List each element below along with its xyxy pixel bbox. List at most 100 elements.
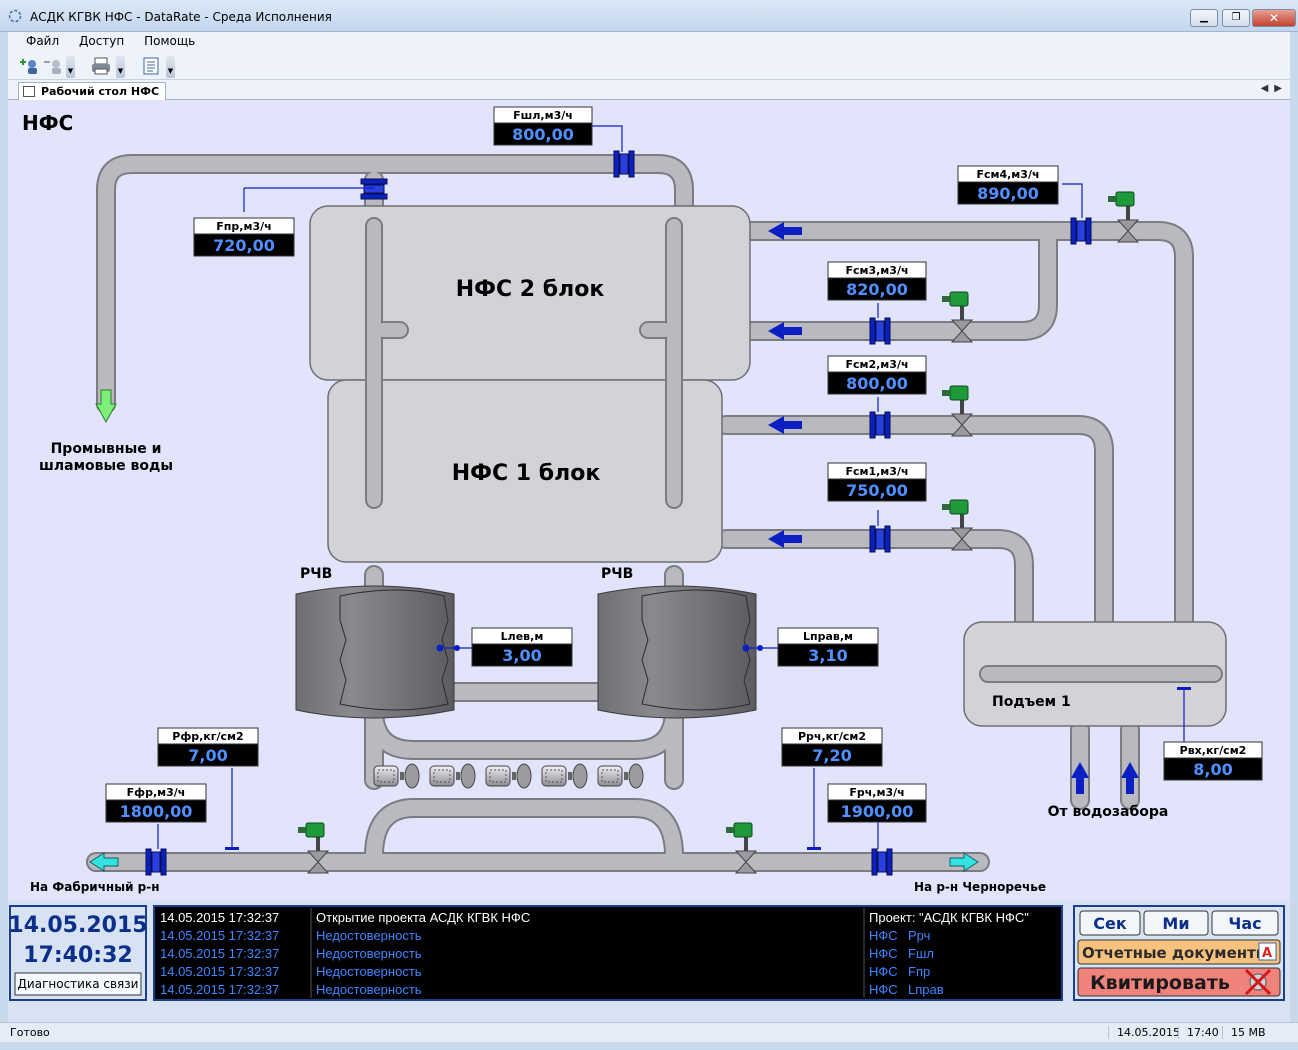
- flow-arrows: [768, 222, 1139, 794]
- meter-pvx[interactable]: Рвх,кг/см2 8,00: [1163, 741, 1263, 781]
- log-source: НФС: [869, 928, 898, 943]
- menu-file[interactable]: Файл: [26, 34, 60, 48]
- menu-access[interactable]: Доступ: [78, 34, 125, 48]
- meter-frch[interactable]: Fрч,м3/ч 1900,00: [827, 783, 927, 823]
- meter-value: 890,00: [977, 184, 1039, 203]
- user-dropdown[interactable]: ▼: [66, 56, 75, 78]
- log-row[interactable]: 14.05.2015 17:32:37 Недостоверность НФС …: [160, 963, 1060, 981]
- log-timestamp: 14.05.2015 17:32:37: [160, 982, 280, 997]
- view-dropdown[interactable]: ▼: [166, 56, 175, 78]
- menu-bar: Файл Доступ Помощь: [8, 32, 1290, 52]
- meter-fsm3[interactable]: Fсм3,м3/ч 820,00: [827, 261, 927, 301]
- log-source: НФС: [869, 982, 898, 997]
- meter-ffr[interactable]: Fфр,м3/ч 1800,00: [105, 783, 207, 823]
- log-row[interactable]: 14.05.2015 17:32:37 Недостоверность НФС …: [160, 945, 1060, 963]
- log-row[interactable]: 14.05.2015 17:32:37 Недостоверность НФС …: [160, 927, 1060, 945]
- event-log[interactable]: [153, 905, 1063, 1001]
- arrow-intake-right: [1121, 762, 1139, 794]
- meter-fpr[interactable]: Fпр,м3/ч 720,00: [193, 217, 295, 257]
- meter-prch[interactable]: Ррч,кг/см2 7,20: [781, 727, 883, 767]
- tab-scroll-right[interactable]: ▶: [1274, 83, 1282, 94]
- meter-fsm2[interactable]: Fсм2,м3/ч 800,00: [827, 355, 927, 395]
- flowmeter-flanges: [145, 150, 1092, 876]
- process-diagram: Fшл,м3/ч 800,00 Fпр,м3/ч 720,00 Fсм4,м3/…: [8, 100, 1290, 1022]
- pump-icon[interactable]: [597, 763, 644, 789]
- toolbar: ▼ ▼ ▼: [8, 52, 1290, 80]
- valve-fsm2[interactable]: [942, 385, 974, 437]
- seconds-button[interactable]: Сек: [1079, 910, 1141, 936]
- meter-llev[interactable]: Lлев,м 3,00: [471, 627, 573, 667]
- meter-value: 1900,00: [841, 802, 914, 821]
- pump-icon[interactable]: [429, 763, 476, 789]
- left-destination-label: На Фабричный р-н: [30, 880, 160, 894]
- meter-pfr[interactable]: Рфр,кг/см2 7,00: [157, 727, 259, 767]
- valve-fsm3[interactable]: [942, 291, 974, 343]
- block-2-label: НФС 2 блок: [456, 277, 605, 302]
- log-row[interactable]: 14.05.2015 17:32:37 Открытие проекта АСД…: [160, 909, 1060, 927]
- pump-icon[interactable]: [373, 763, 420, 789]
- seconds-label: Сек: [1093, 914, 1127, 933]
- acknowledge-button[interactable]: Квитировать: [1077, 967, 1281, 997]
- menu-help[interactable]: Помощь: [144, 34, 196, 48]
- flange-fsm3: [869, 317, 891, 345]
- meter-label: Lлев,м: [501, 630, 544, 643]
- meter-fsm4[interactable]: Fсм4,м3/ч 890,00: [957, 165, 1059, 205]
- leader-lines: [157, 125, 1185, 849]
- meter-fshl[interactable]: Fшл,м3/ч 800,00: [493, 106, 593, 146]
- meter-value: 800,00: [846, 374, 908, 393]
- meter-value: 800,00: [512, 125, 574, 144]
- meter-value: 7,20: [812, 746, 851, 765]
- document-list-icon[interactable]: [140, 56, 162, 76]
- outflow-right-arrow: [949, 852, 979, 872]
- maximize-button[interactable]: ❐: [1222, 9, 1250, 27]
- status-date: 14.05.2015: [1108, 1026, 1180, 1039]
- valve-chernorechye[interactable]: [726, 822, 758, 874]
- meter-label: Ррч,кг/см2: [798, 730, 866, 743]
- rchv-right-label: РЧВ: [601, 566, 633, 582]
- reports-button[interactable]: Отчетные документы A: [1077, 939, 1281, 965]
- meter-fsm1[interactable]: Fсм1,м3/ч 750,00: [827, 462, 927, 502]
- meter-value: 3,10: [808, 646, 847, 665]
- print-icon[interactable]: [90, 56, 112, 76]
- flange-frch: [871, 848, 893, 876]
- minutes-button[interactable]: Ми: [1143, 910, 1209, 936]
- pump-icon[interactable]: [541, 763, 588, 789]
- hours-button[interactable]: Час: [1211, 910, 1279, 936]
- meter-label: Fпр,м3/ч: [216, 220, 271, 233]
- minimize-button[interactable]: ▁: [1190, 9, 1218, 27]
- disconnect-user-icon[interactable]: [42, 56, 64, 76]
- intake-label: От водозабора: [1048, 804, 1169, 820]
- print-dropdown[interactable]: ▼: [116, 56, 125, 78]
- arrow-into-block1-bottom: [768, 530, 802, 548]
- meter-value: 750,00: [846, 481, 908, 500]
- tab-scroll-arrows: ◀▶: [1255, 83, 1282, 94]
- rchv-left-tank[interactable]: [295, 585, 455, 719]
- log-row[interactable]: 14.05.2015 17:32:37 Недостоверность НФС …: [160, 981, 1060, 999]
- nfs-block-1[interactable]: [327, 379, 723, 563]
- valve-fsm1[interactable]: [942, 499, 974, 551]
- meter-lprav[interactable]: Lправ,м 3,10: [777, 627, 879, 667]
- meter-label: Fсм3,м3/ч: [845, 264, 908, 277]
- meter-label: Рвх,кг/см2: [1180, 744, 1247, 757]
- window-title: АСДК КГВК НФС - DataRate - Среда Исполне…: [30, 10, 332, 24]
- valve-fabrichny[interactable]: [298, 822, 330, 874]
- page-title: НФС: [22, 111, 73, 135]
- flange-ffr: [145, 848, 167, 876]
- lift-label: Подъем 1: [992, 694, 1071, 710]
- tab-scroll-left[interactable]: ◀: [1260, 83, 1269, 94]
- diagnostics-button[interactable]: Диагностика связи: [14, 972, 142, 996]
- diagnostics-button-label: Диагностика связи: [18, 977, 139, 991]
- close-button[interactable]: ✕: [1252, 9, 1296, 27]
- connect-user-icon[interactable]: [18, 56, 40, 76]
- title-bar: АСДК КГВК НФС - DataRate - Среда Исполне…: [0, 0, 1298, 32]
- arrow-into-block2-mid: [768, 322, 802, 340]
- log-tag: Fшл: [908, 946, 934, 961]
- valve-fsm4[interactable]: [1108, 191, 1140, 243]
- flange-fshl: [613, 150, 635, 178]
- log-tag: Fпр: [908, 964, 931, 979]
- rchv-right-tank[interactable]: [597, 585, 757, 719]
- status-ready: Готово: [10, 1026, 50, 1039]
- hours-label: Час: [1228, 914, 1261, 933]
- pump-icon[interactable]: [485, 763, 532, 789]
- tab-desktop-nfs[interactable]: Рабочий стол НФС: [18, 82, 167, 101]
